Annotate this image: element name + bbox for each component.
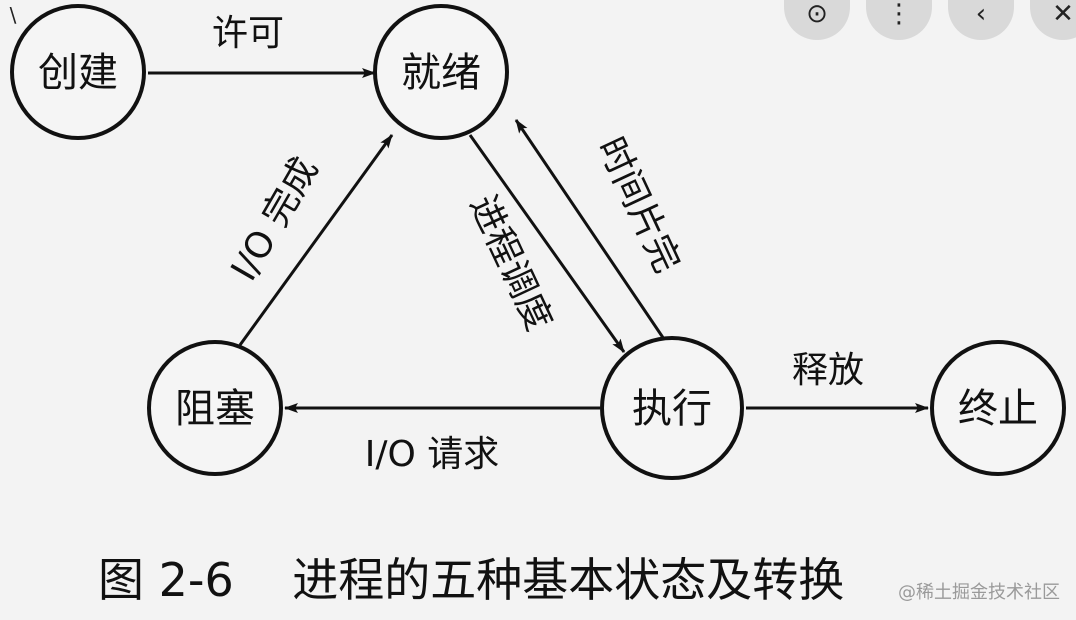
label-timeslice: 时间片完 bbox=[589, 131, 687, 279]
edge-timeslice bbox=[514, 119, 672, 349]
node-block: 阻塞 bbox=[147, 340, 283, 476]
label-io-done: I/O 完成 bbox=[224, 151, 327, 288]
node-run: 执行 bbox=[600, 336, 744, 480]
node-ready-label: 就绪 bbox=[401, 50, 481, 96]
close-icon: ✕ bbox=[1052, 0, 1074, 29]
node-block-label: 阻塞 bbox=[175, 386, 255, 432]
corner-mark-icon: \ bbox=[9, 3, 17, 27]
label-release: 释放 bbox=[792, 350, 864, 391]
label-schedule: 进程调度 bbox=[461, 189, 559, 337]
close-button[interactable]: ✕ bbox=[1030, 0, 1076, 40]
chevron-left-icon: ‹ bbox=[975, 0, 987, 29]
edge-schedule bbox=[468, 134, 626, 353]
node-create-label: 创建 bbox=[38, 50, 118, 96]
label-io-request: I/O 请求 bbox=[365, 434, 500, 475]
more-vertical-icon: ⋮ bbox=[886, 0, 912, 29]
label-permit: 许可 bbox=[212, 13, 284, 54]
figure-caption: 图 2-6 进程的五种基本状态及转换 bbox=[98, 553, 844, 607]
node-terminate: 终止 bbox=[930, 340, 1066, 476]
node-create: 创建 bbox=[10, 4, 146, 140]
node-terminate-label: 终止 bbox=[958, 386, 1038, 432]
node-ready: 就绪 bbox=[373, 4, 509, 140]
viewer-toolbar: ⊙ ⋮ ‹ ✕ bbox=[784, 0, 1076, 40]
lens-icon: ⊙ bbox=[806, 0, 828, 29]
node-run-label: 执行 bbox=[632, 386, 712, 432]
edge-io-done bbox=[238, 134, 394, 346]
watermark: @稀土掘金技术社区 bbox=[898, 582, 1060, 603]
